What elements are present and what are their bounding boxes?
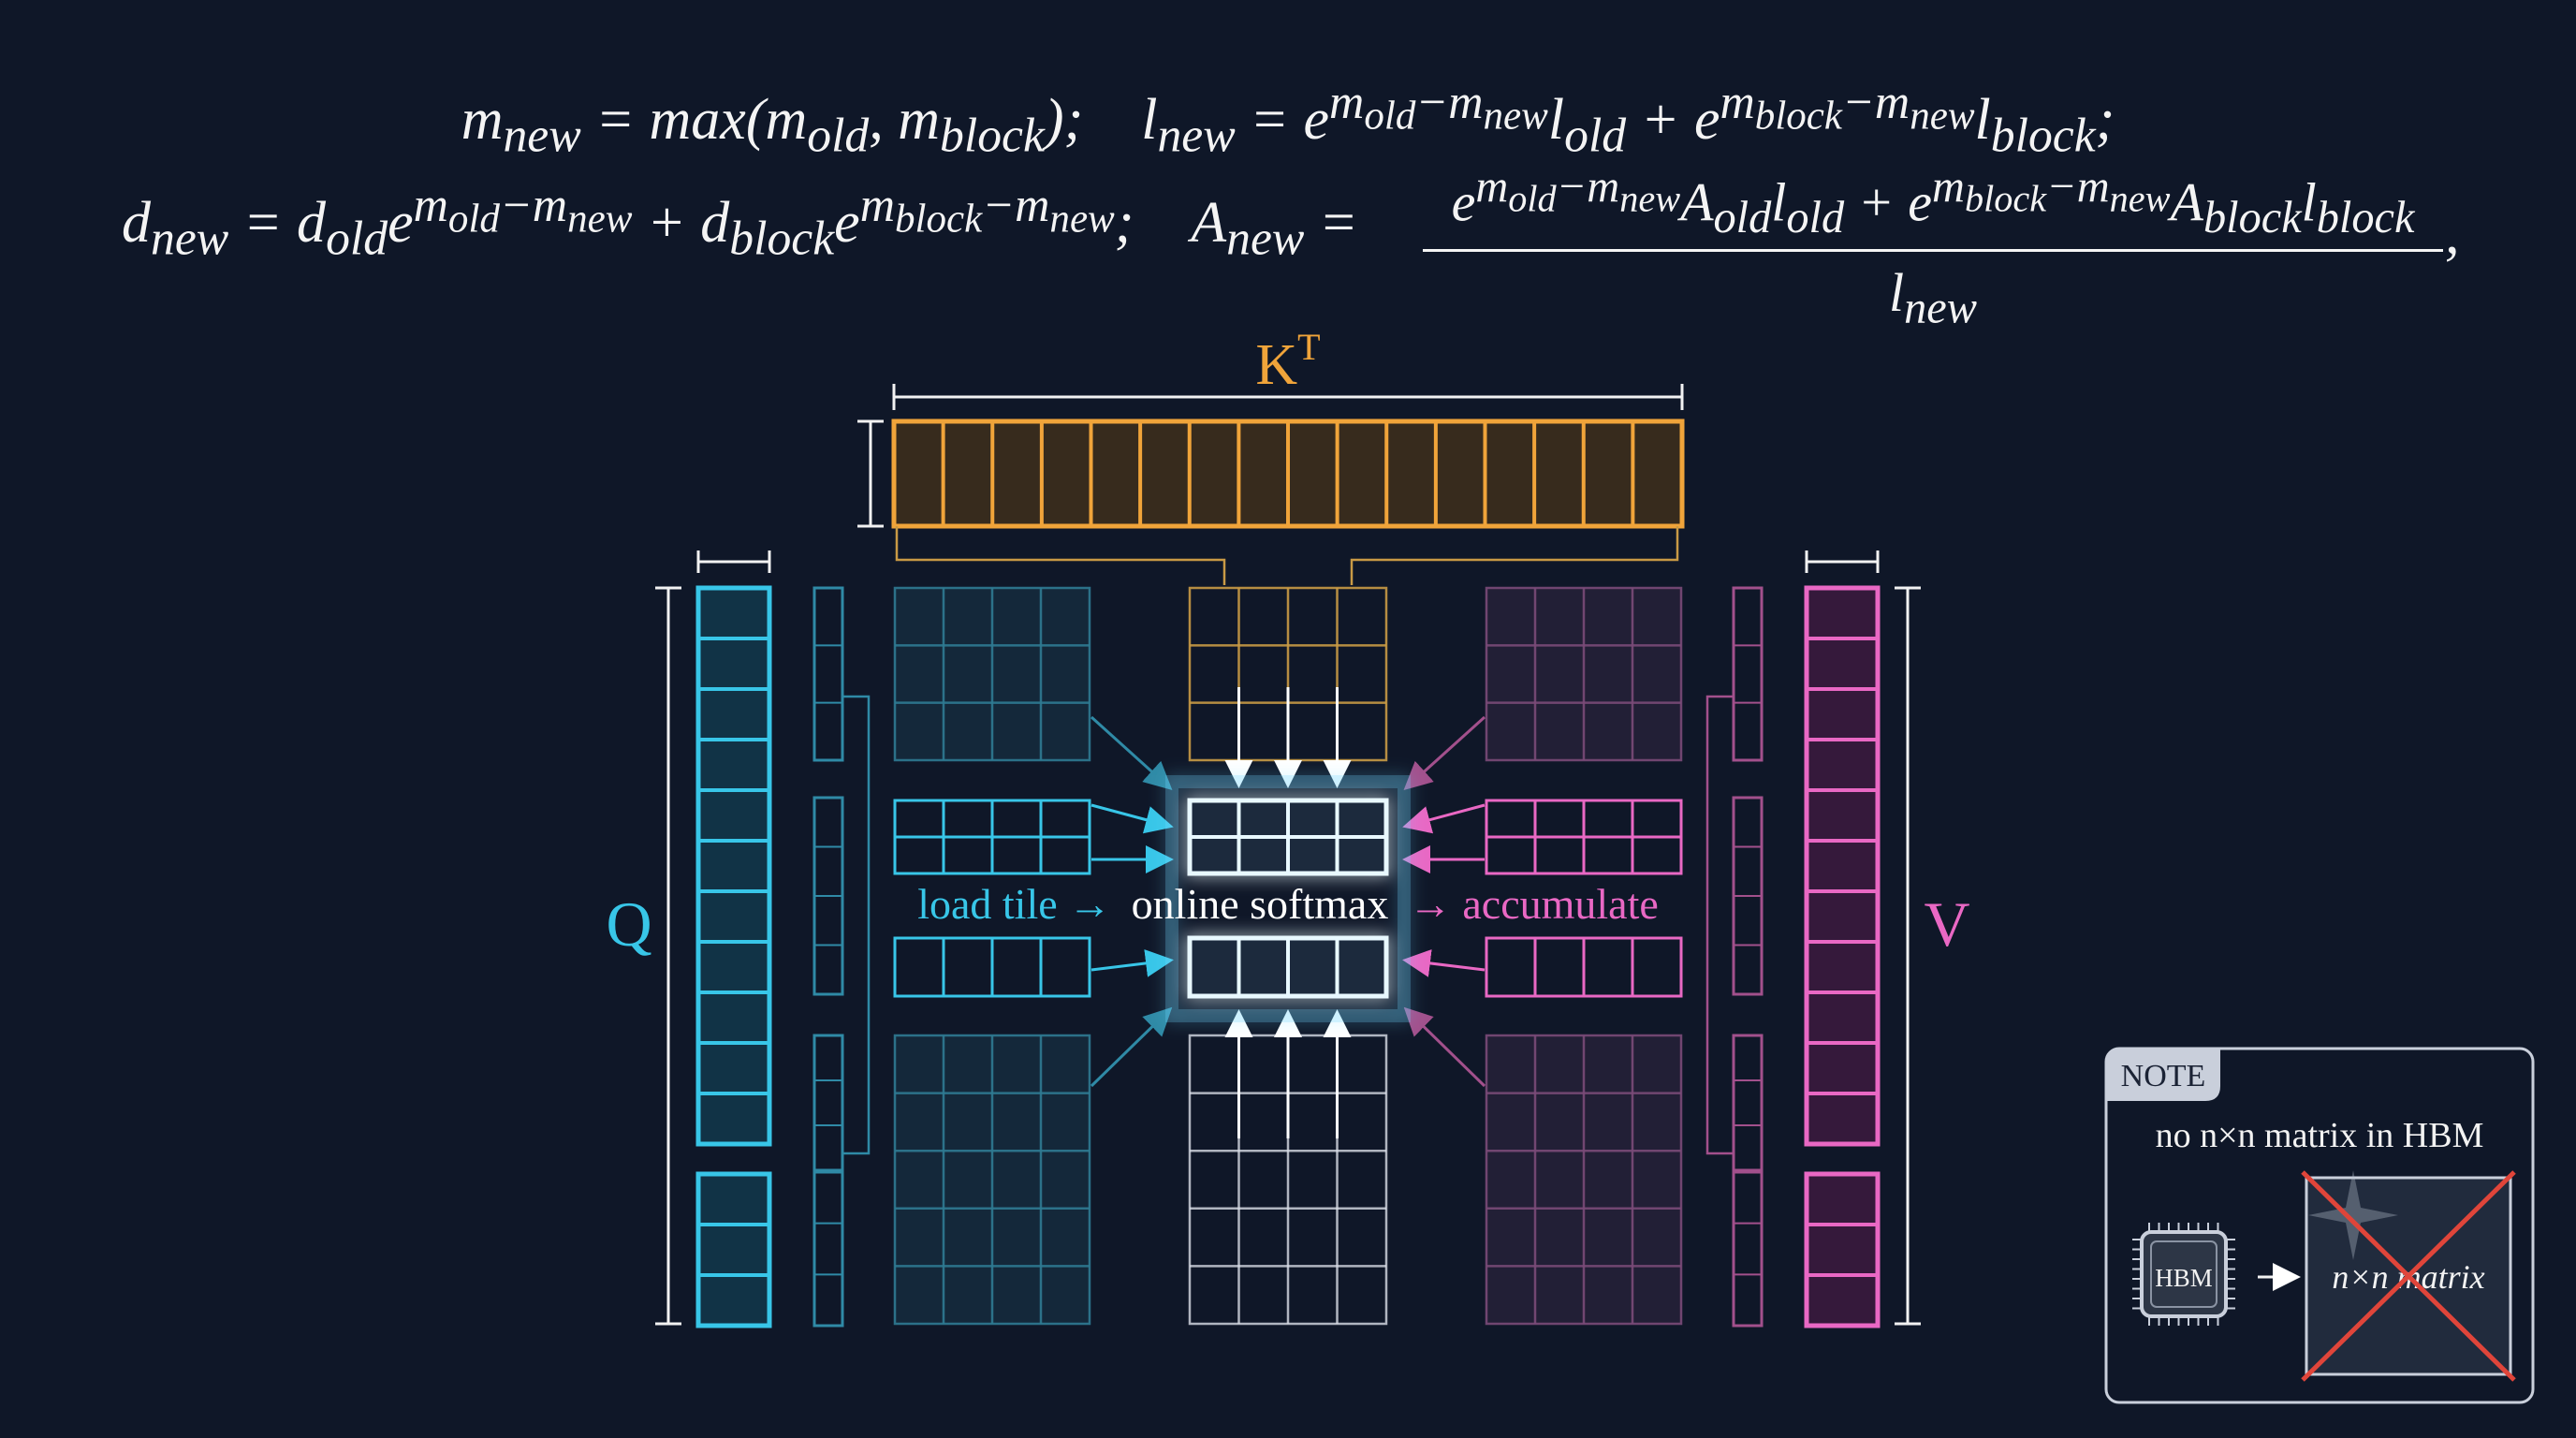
- flow-accumulate: → accumulate: [1409, 880, 1659, 928]
- fraction-bar: [1423, 248, 2443, 252]
- v-height-bracket: [1895, 586, 1921, 1326]
- kt-label: KT: [1255, 326, 1320, 397]
- v-width-bracket: [1805, 550, 1880, 573]
- q-arrow-dim: [1090, 715, 1173, 791]
- flow-load: load tile →: [917, 880, 1111, 928]
- kt-height-bracket: [857, 419, 884, 528]
- v-arrow: [1402, 949, 1486, 977]
- q-column: [695, 585, 772, 1328]
- q-tile-row-2: [893, 936, 1091, 998]
- flow-label: load tile → online softmax → accumulate: [917, 880, 1659, 928]
- hbm-chip-label: HBM: [2155, 1264, 2213, 1292]
- kt-width-bracket: [892, 384, 1684, 410]
- v-arrow-dim: [1403, 715, 1486, 791]
- v-tile-row-1: [1485, 799, 1683, 875]
- note-text: no n×n matrix in HBM: [2156, 1116, 2484, 1155]
- q-arrow-dim: [1090, 1006, 1173, 1088]
- fraction-denominator: lnew: [1889, 261, 1977, 333]
- kt-connector-right: [1350, 526, 1679, 585]
- q-height-bracket: [655, 586, 681, 1326]
- note-tag-bg: [2106, 1049, 2220, 1101]
- v-cell-dividers: [1807, 637, 1878, 1095]
- q-grid-bottom: [893, 1034, 1091, 1326]
- q-cell-dividers-lower: [698, 1223, 769, 1277]
- thin-block: [812, 1170, 844, 1328]
- thin-block-columns: [812, 586, 1764, 1328]
- q-label: Q: [606, 888, 651, 960]
- kt-connector-left: [895, 526, 1226, 585]
- note-tag: NOTE: [2121, 1059, 2206, 1093]
- fraction-comma: ,: [2445, 202, 2460, 266]
- flow-softmax: online softmax: [1132, 880, 1389, 928]
- tile-grids: [893, 586, 1683, 1326]
- sparkle-icon: [2308, 1170, 2398, 1260]
- v-label: V: [1924, 888, 1969, 960]
- equation-fraction: emold−mnewAoldlold + emblock−mnewAblockl…: [1423, 161, 2443, 334]
- v-arrow: [1402, 803, 1486, 834]
- hbm-chip-icon: [2132, 1223, 2235, 1326]
- q-thin-bracket: [842, 695, 871, 1155]
- v-cell-dividers-lower: [1807, 1223, 1878, 1277]
- v-tile-row-2: [1485, 936, 1683, 998]
- equation-line-2: dnew = doldemold−mnew + dblockemblock−mn…: [122, 179, 1358, 266]
- cross-line-2: [2301, 1170, 2516, 1382]
- thin-block: [1732, 1034, 1764, 1172]
- note-box: NOTE no n×n matrix in HBM HBM n×n matrix: [2104, 1047, 2535, 1404]
- thin-block: [1732, 586, 1764, 762]
- q-cell-dividers: [698, 637, 769, 1095]
- q-arrow: [1090, 803, 1174, 834]
- kt-matrix: [891, 418, 1685, 529]
- v-grid-top: [1485, 586, 1683, 762]
- q-grid-top: [893, 586, 1091, 762]
- equation-line-1: mnew = max(mold, mblock); lnew = emold−m…: [461, 76, 2115, 163]
- q-tile-row-1: [893, 799, 1091, 875]
- v-thin-bracket: [1705, 695, 1734, 1155]
- thin-block: [1732, 1170, 1764, 1328]
- fraction-numerator: emold−mnewAoldlold + emblock−mnewAblockl…: [1451, 162, 2415, 242]
- q-width-bracket: [696, 550, 771, 573]
- v-column: [1804, 585, 1881, 1328]
- thin-block: [812, 1034, 844, 1172]
- flow-arrows: [1090, 687, 1486, 1138]
- v-grid-bottom: [1485, 1034, 1683, 1326]
- active-tile-dividers: [1190, 800, 1386, 996]
- kt-cell-dividers: [941, 421, 1635, 526]
- thin-block: [812, 586, 844, 762]
- q-arrow: [1090, 949, 1174, 977]
- v-arrow-dim: [1403, 1006, 1486, 1088]
